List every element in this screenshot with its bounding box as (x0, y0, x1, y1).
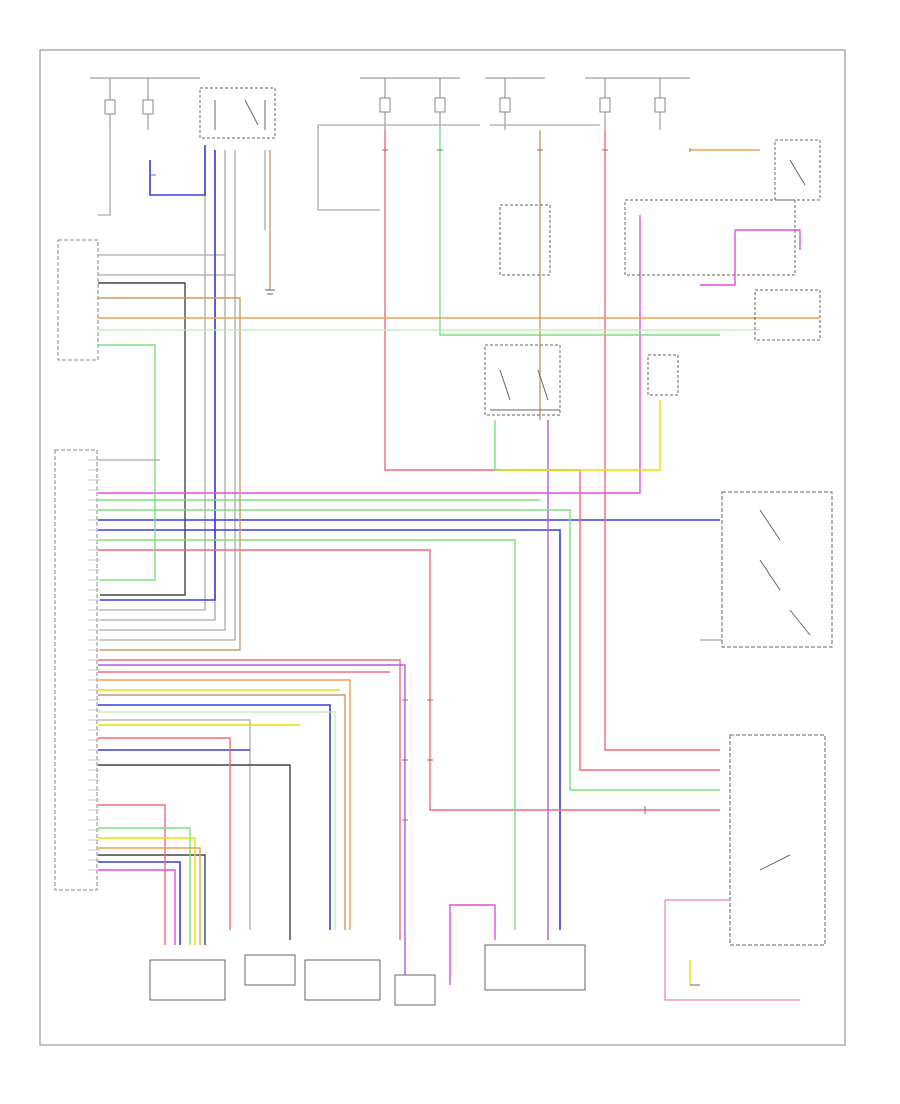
bottom-connectors (149, 944, 586, 1006)
relay-right-top (624, 139, 821, 341)
connector-ticks (150, 148, 691, 821)
diagram-frame (39, 49, 846, 1046)
wire-red (98, 130, 720, 945)
wire-green (98, 130, 720, 945)
neutral-switch (484, 344, 561, 416)
relay-mid (499, 204, 679, 396)
pattern-select-switch (700, 491, 833, 648)
combination-meter (664, 734, 826, 1001)
wire-orange (98, 149, 820, 945)
ecm-connector-block (54, 239, 99, 891)
wire-blue (98, 145, 720, 945)
wire-violet (98, 420, 549, 990)
wire-pink (98, 215, 801, 985)
wire-lightgreen (98, 329, 760, 930)
wire-black (98, 282, 291, 945)
wire-yellow (98, 400, 691, 985)
wires-gray (98, 124, 600, 930)
fuse-icons (104, 97, 666, 115)
ground-symbols (265, 289, 700, 986)
relay-top (199, 87, 276, 139)
